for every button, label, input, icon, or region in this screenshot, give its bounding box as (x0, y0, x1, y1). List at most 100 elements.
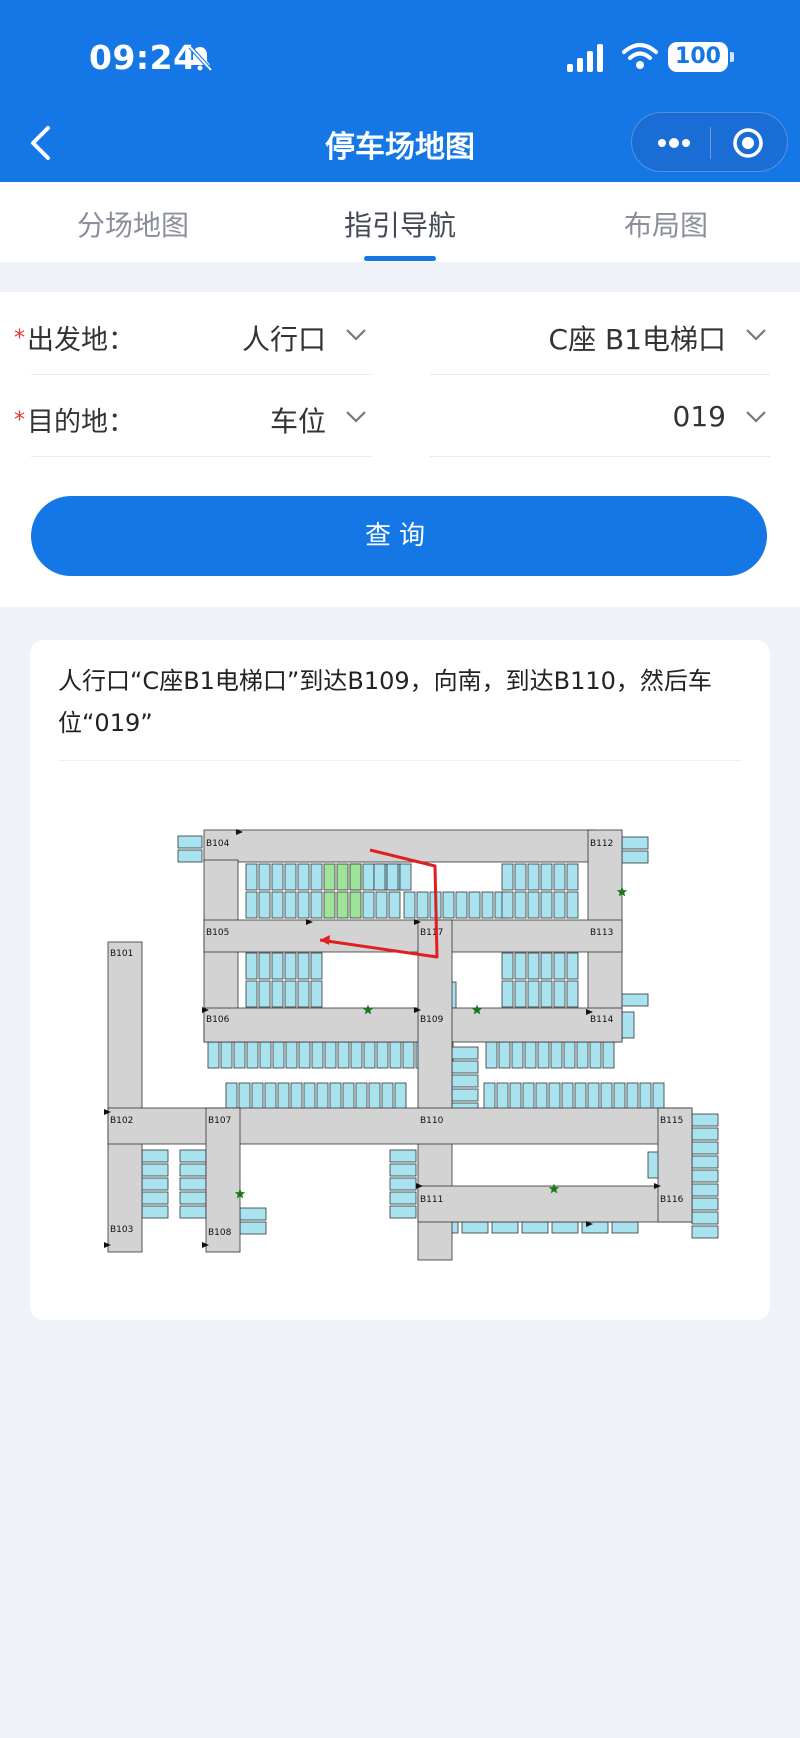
chevron-down-icon[interactable] (345, 328, 367, 342)
parking-slot (349, 863, 362, 891)
parking-slot (376, 1041, 389, 1069)
parking-slot (245, 952, 258, 980)
parking-slot (691, 1197, 719, 1211)
parking-slot (621, 993, 649, 1007)
destination-type-select[interactable]: 车位 (269, 405, 326, 438)
chevron-down-icon[interactable] (745, 328, 767, 342)
destination-label: *目的地： (14, 407, 135, 438)
map-node-label: B103 (110, 1225, 133, 1235)
direction-arrow (202, 1007, 209, 1013)
parking-slot (461, 1221, 489, 1234)
parking-slot (303, 1082, 316, 1110)
parking-slot (540, 891, 553, 919)
corridor (107, 1107, 693, 1145)
battery-icon: 100 (668, 42, 728, 72)
direction-arrow (586, 1221, 593, 1227)
parking-slot (337, 1041, 350, 1069)
parking-slot (310, 891, 323, 919)
parking-slot (600, 1082, 613, 1110)
chevron-down-icon[interactable] (345, 410, 367, 424)
parking-slot (522, 1082, 535, 1110)
star-marker-icon (616, 886, 628, 897)
parking-slot (207, 1041, 220, 1069)
chevron-down-icon[interactable] (745, 410, 767, 424)
parking-slot (271, 891, 284, 919)
map-node-label: B117 (420, 928, 443, 938)
map-node-label: B114 (590, 1015, 614, 1025)
parking-slot (501, 980, 514, 1008)
parking-slot (481, 891, 494, 919)
chevron-left-icon[interactable] (26, 124, 54, 162)
parking-slot (403, 891, 416, 919)
parking-slot (363, 1041, 376, 1069)
corridor (657, 1107, 693, 1223)
parking-slot (613, 1082, 626, 1110)
parking-slot (389, 1041, 402, 1069)
field-divider (430, 456, 770, 457)
parking-slot (362, 863, 375, 891)
parking-slot (691, 1127, 719, 1141)
parking-slot (566, 980, 579, 1008)
parking-slot (511, 1041, 524, 1069)
parking-slot (389, 1149, 417, 1163)
parking-slot (514, 863, 527, 891)
parking-slots (141, 835, 719, 1239)
parking-slot (509, 1082, 522, 1110)
target-circle-icon[interactable] (731, 126, 765, 160)
parking-slot (220, 1041, 233, 1069)
parking-slot (589, 1041, 602, 1069)
direction-arrow (104, 1242, 111, 1248)
parking-slot (451, 1046, 479, 1060)
tab-layout[interactable]: 布局图 (623, 209, 708, 242)
destination-point-select[interactable]: 019 (672, 400, 726, 433)
signal-icon (567, 44, 603, 72)
parking-slot (537, 1041, 550, 1069)
parking-slot (540, 952, 553, 980)
parking-slot (297, 863, 310, 891)
parking-slot (501, 952, 514, 980)
parking-slot (238, 1082, 251, 1110)
parking-slot (141, 1205, 169, 1219)
parking-slot (496, 1082, 509, 1110)
parking-slot (574, 1082, 587, 1110)
parking-slot (553, 863, 566, 891)
parking-slot (297, 952, 310, 980)
bell-muted-icon (188, 45, 213, 72)
tab-site-map[interactable]: 分场地图 (76, 209, 189, 242)
page-title: 停车场地图 (325, 130, 475, 165)
parking-slot (691, 1225, 719, 1239)
parking-slot (691, 1113, 719, 1127)
parking-slot (611, 1221, 639, 1234)
more-dots-icon[interactable] (654, 131, 694, 155)
parking-slot (179, 1205, 207, 1219)
departure-type-select[interactable]: 人行口 (241, 323, 326, 356)
parking-slot (691, 1141, 719, 1155)
departure-label: *出发地： (14, 325, 135, 356)
tab-guide-navigation[interactable]: 指引导航 (343, 209, 456, 242)
parking-slot (442, 891, 455, 919)
parking-slot (258, 952, 271, 980)
parking-slot (389, 1163, 417, 1177)
map-node-label: B108 (208, 1228, 232, 1238)
parking-slot (177, 849, 203, 863)
map-node-label: B102 (110, 1116, 133, 1126)
parking-slot (514, 952, 527, 980)
direction-arrows (104, 829, 661, 1248)
parking-slot (587, 1082, 600, 1110)
parking-slot (245, 863, 258, 891)
parking-slot (324, 1041, 337, 1069)
status-time: 09:24 (89, 38, 197, 77)
parking-slot (277, 1082, 290, 1110)
parking-slot (551, 1221, 579, 1234)
parking-slot (563, 1041, 576, 1069)
parking-slot (621, 850, 649, 864)
map-node-label: B105 (206, 928, 229, 938)
direction-arrow (586, 1009, 593, 1015)
parking-slot (386, 863, 399, 891)
query-button[interactable]: 查询 (31, 496, 767, 576)
parking-slot (179, 1177, 207, 1191)
map-node-label: B110 (420, 1116, 444, 1126)
parking-slot (179, 1191, 207, 1205)
departure-point-select[interactable]: C座 B1电梯口 (548, 323, 726, 356)
map-node-label: B111 (420, 1195, 443, 1205)
